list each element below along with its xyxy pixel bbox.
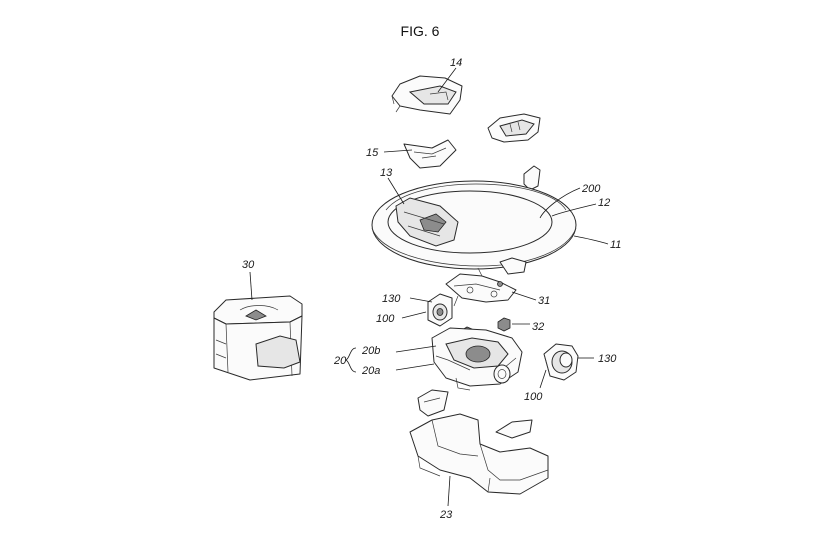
right-cover-piece [487,113,541,143]
part-14-cover [391,75,463,115]
reference-numerals: 14 15 13 200 12 11 30 130 31 100 32 20 2… [242,57,621,521]
part-20-housing [431,327,523,391]
label-31: 31 [538,295,550,307]
label-20a: 20a [361,365,380,377]
label-20b: 20b [361,345,380,357]
label-13: 13 [380,167,393,179]
label-12: 12 [598,197,610,209]
part-30-airbag-module [213,295,303,381]
part-100-right-actuator [543,343,579,381]
label-130-top: 130 [382,293,401,305]
figure-title: FIG. 6 [401,23,440,39]
label-11: 11 [610,239,621,251]
part-23-lower-cover [409,413,549,495]
label-20: 20 [333,355,347,367]
clip-piece [523,165,541,191]
leader-lines [249,67,609,507]
part-32-nut [497,317,511,332]
label-15: 15 [366,147,379,159]
label-30: 30 [242,259,255,271]
label-14: 14 [450,57,462,69]
lower-left-bracket [417,389,449,417]
label-200: 200 [581,183,601,195]
label-130-right: 130 [598,353,617,365]
label-32: 32 [532,321,544,333]
label-23: 23 [439,509,453,521]
part-100-left-actuator [427,293,453,327]
lower-right-bracket [495,419,533,439]
part-11-steering-wheel [371,180,577,275]
screw-top [497,281,503,287]
label-100-right: 100 [524,391,543,403]
part-31-bracket [445,267,517,307]
label-100-left: 100 [376,313,395,325]
part-15-bracket [403,139,457,169]
